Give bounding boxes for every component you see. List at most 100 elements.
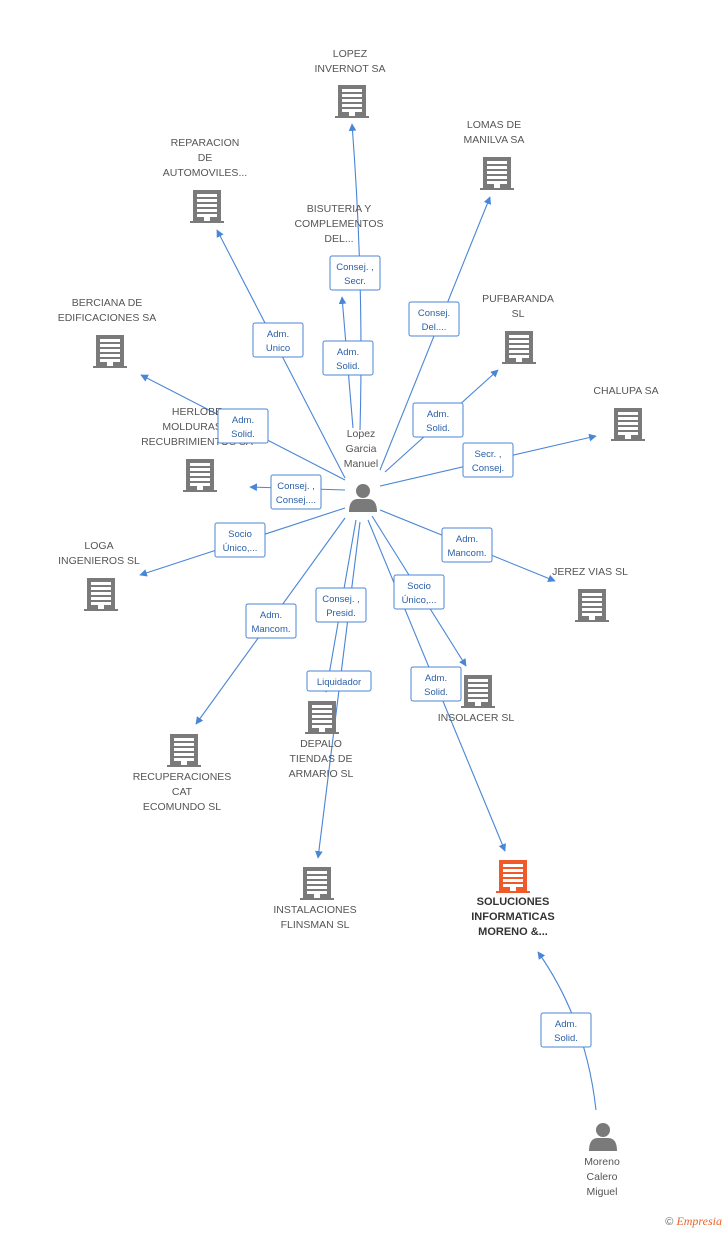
copyright-symbol: © xyxy=(665,1216,674,1228)
node-lopez_invernot[interactable]: LOPEZ INVERNOT SA xyxy=(315,48,386,118)
node-label-line: Garcia xyxy=(346,443,377,455)
node-label-line: REPARACION xyxy=(171,137,240,149)
edge-labels-layer: Consej. ,Secr. Adm. Solid. Consej.Del.... Ad… xyxy=(214,255,592,1048)
node-insolacer[interactable]: INSOLACER SL xyxy=(438,675,515,724)
node-label-line: DEL... xyxy=(324,233,353,245)
node-bisuteria[interactable]: BISUTERIA YCOMPLEMENTOSDEL... xyxy=(294,203,383,245)
node-label-line: Lopez xyxy=(347,428,376,440)
edge-role-text: Consej. , xyxy=(277,481,315,492)
edge-role-text: Solid. xyxy=(231,429,255,440)
edge-role-text: Solid. xyxy=(554,1033,578,1044)
node-label-line: LOMAS DE xyxy=(467,119,521,131)
node-label-line: MORENO &... xyxy=(478,926,548,938)
edge-role-label[interactable]: Liquidador xyxy=(306,670,372,692)
node-label-line: PUFBARANDA xyxy=(482,293,554,305)
edge-role-text: Secr. , xyxy=(475,449,502,460)
edge-role-text: Adm. xyxy=(456,534,478,545)
node-instalaciones[interactable]: INSTALACIONES FLINSMAN SL xyxy=(273,867,357,931)
edge-role-text: Adm. xyxy=(425,673,447,684)
edge-role-text: Solid. xyxy=(336,361,360,372)
footer-brand[interactable]: © Empresia xyxy=(665,1214,722,1229)
node-berciana[interactable]: BERCIANA DE EDIFICACIONES SA xyxy=(58,297,157,368)
node-label-line: HERLOBE xyxy=(172,406,222,418)
node-label-line: Calero xyxy=(587,1171,618,1183)
building-icon xyxy=(84,578,118,611)
node-pufbaranda[interactable]: PUFBARANDA SL xyxy=(482,293,554,364)
edge-role-label[interactable]: SocioÚnico,... xyxy=(393,574,445,610)
edge-role-text: Socio xyxy=(407,581,431,592)
building-icon xyxy=(502,331,536,364)
edge-role-label[interactable]: Adm.Solid. xyxy=(412,402,464,438)
edge-role-label[interactable]: Consej. ,Presid. xyxy=(315,587,367,623)
brand-name: Empresia xyxy=(676,1214,722,1228)
node-label-line: SOLUCIONES xyxy=(477,896,550,908)
building-icon xyxy=(480,157,514,190)
node-label-line: TIENDAS DE xyxy=(289,753,352,765)
edge-role-label[interactable]: Adm. Unico xyxy=(252,322,304,358)
edge-role-text: Liquidador xyxy=(317,677,361,688)
edge-role-label[interactable]: Adm. Mancom. xyxy=(245,603,297,639)
edge-role-text: Socio xyxy=(228,529,252,540)
building-icon xyxy=(183,459,217,492)
node-label-line: LOPEZ xyxy=(333,48,368,60)
edge-role-text: Adm. xyxy=(232,415,254,426)
edge-role-text: Solid. xyxy=(424,687,448,698)
node-label-line: Manuel xyxy=(344,458,378,470)
node-label-line: COMPLEMENTOS xyxy=(294,218,383,230)
person-icon xyxy=(349,484,377,512)
node-label-line: FLINSMAN SL xyxy=(281,919,350,931)
edge-role-text: Único,... xyxy=(223,543,258,554)
edge-role-label[interactable]: Adm. Solid. xyxy=(217,408,269,444)
building-icon xyxy=(93,335,127,368)
edge-role-text: Adm. xyxy=(337,347,359,358)
node-label-line: ECOMUNDO SL xyxy=(143,801,221,813)
node-label-line: Miguel xyxy=(587,1186,618,1198)
edge-role-text: Mancom. xyxy=(251,624,290,635)
building-icon xyxy=(496,860,530,893)
building-icon xyxy=(575,589,609,622)
edge-role-text: Consej. xyxy=(418,308,450,319)
edge-role-text: Adm. xyxy=(260,610,282,621)
node-label-line: BERCIANA DE xyxy=(72,297,143,309)
edge-role-label[interactable]: Adm. Solid. xyxy=(322,340,374,376)
node-label-line: MANILVA SA xyxy=(464,134,525,146)
node-label-line: INSTALACIONES xyxy=(273,904,356,916)
edge-role-label[interactable]: Consej. ,Secr. xyxy=(329,255,381,291)
node-jerez_vias[interactable]: JEREZ VIAS SL xyxy=(552,566,628,622)
edge-role-label[interactable]: Consej.Del.... xyxy=(408,301,460,337)
node-label-line: Moreno xyxy=(584,1156,620,1168)
edge-role-label[interactable]: SocioÚnico,... xyxy=(214,522,266,558)
edge-role-text: Consej. , xyxy=(322,594,360,605)
building-icon xyxy=(300,867,334,900)
node-label-line: CAT xyxy=(172,786,193,798)
edge-role-label[interactable]: Adm.Solid. xyxy=(540,1012,592,1048)
node-lomas_manilva[interactable]: LOMAS DE MANILVA SA xyxy=(464,119,525,190)
node-reparacion[interactable]: REPARACIONDEAUTOMOVILES... xyxy=(163,137,247,223)
person-icon xyxy=(589,1123,617,1151)
edge-role-text: Solid. xyxy=(426,423,450,434)
node-label-line: SL xyxy=(512,308,525,320)
node-label-line: MOLDURAS Y xyxy=(162,421,231,433)
node-chalupa[interactable]: CHALUPA SA xyxy=(593,385,659,441)
node-label-line: INVERNOT SA xyxy=(315,63,386,75)
building-icon xyxy=(167,734,201,767)
edge-role-text: Unico xyxy=(266,343,290,354)
edge-role-label[interactable]: Secr. , Consej. xyxy=(462,442,514,478)
edge-role-text: Adm. xyxy=(267,329,289,340)
edge-role-label[interactable]: Adm. Solid. xyxy=(410,666,462,702)
node-label-line: INSOLACER SL xyxy=(438,712,515,724)
edge-role-label[interactable]: Consej. ,Consej.... xyxy=(270,474,322,510)
node-label-line: EDIFICACIONES SA xyxy=(58,312,157,324)
node-label-line: JEREZ VIAS SL xyxy=(552,566,628,578)
node-label-line: INGENIEROS SL xyxy=(58,555,140,567)
edge-role-label[interactable]: Adm.Mancom. xyxy=(441,527,493,563)
edge-role-text: Consej. xyxy=(472,463,504,474)
